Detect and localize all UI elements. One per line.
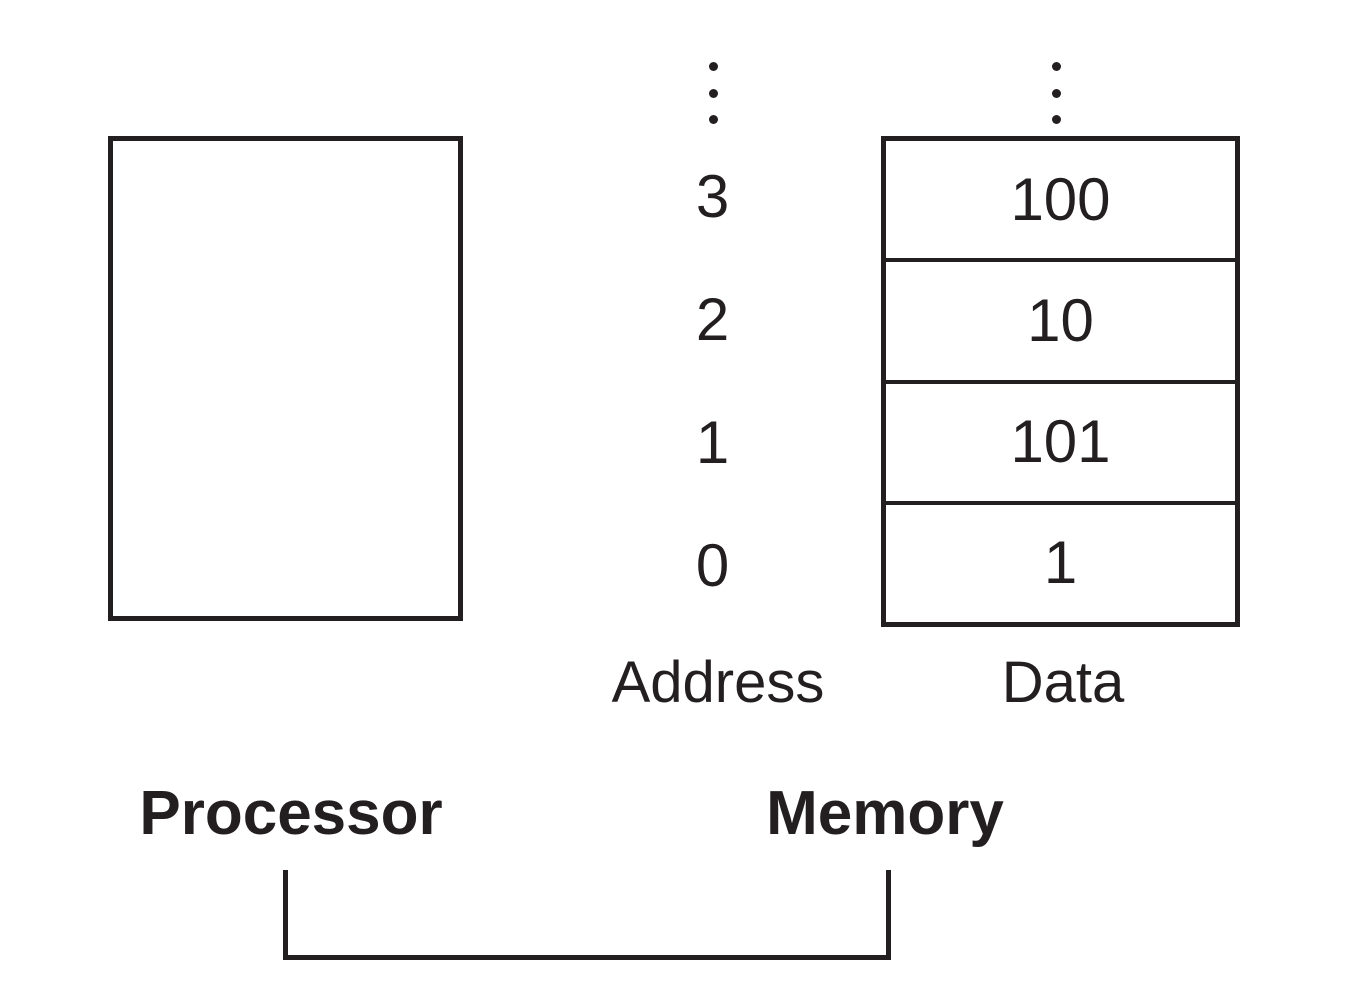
processor-box xyxy=(108,136,463,621)
memory-cell: 101 xyxy=(886,379,1235,501)
memory-table: 100 10 101 1 xyxy=(881,136,1240,627)
address-value: 0 xyxy=(695,531,730,599)
data-column-label: Data xyxy=(1001,650,1125,715)
processor-caption: Processor xyxy=(139,779,443,848)
ellipsis-dot-icon xyxy=(708,62,718,71)
memory-cell: 10 xyxy=(886,258,1235,379)
data-ellipsis-icon xyxy=(1046,62,1066,124)
processor-memory-connector-line xyxy=(283,870,891,960)
memory-cell: 100 xyxy=(1010,165,1111,233)
ellipsis-dot-icon xyxy=(1051,115,1061,124)
address-column: 3 2 1 0 xyxy=(640,136,785,627)
address-ellipsis-icon xyxy=(703,62,723,124)
address-value: 3 xyxy=(695,163,730,231)
address-value: 2 xyxy=(695,286,730,354)
address-column-label: Address xyxy=(611,650,825,715)
memory-caption: Memory xyxy=(766,779,1004,848)
ellipsis-dot-icon xyxy=(1051,88,1061,98)
memory-cell: 1 xyxy=(886,500,1235,622)
address-value: 1 xyxy=(695,408,730,476)
ellipsis-dot-icon xyxy=(708,115,718,124)
ellipsis-dot-icon xyxy=(1051,62,1061,71)
ellipsis-dot-icon xyxy=(708,88,718,98)
